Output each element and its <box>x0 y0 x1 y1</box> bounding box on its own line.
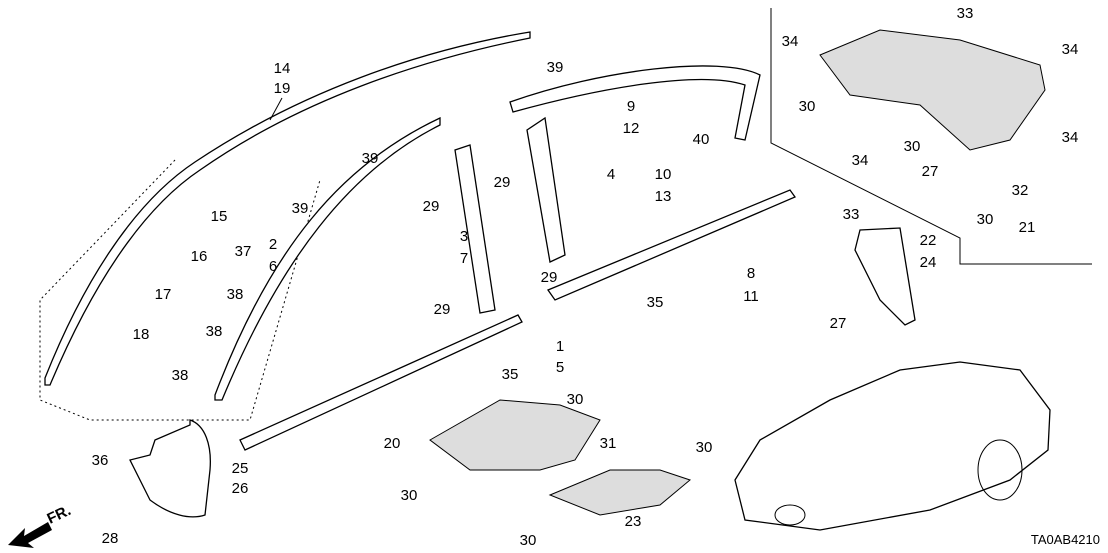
label-29: 29 <box>434 301 451 318</box>
label-40: 40 <box>693 131 710 148</box>
label-30: 30 <box>799 98 816 115</box>
front-direction-label: FR. <box>45 502 74 528</box>
label-10: 10 <box>655 166 672 183</box>
label-24: 24 <box>920 254 937 271</box>
label-2: 2 <box>269 236 277 253</box>
label-30: 30 <box>401 487 418 504</box>
label-33: 33 <box>843 206 860 223</box>
label-21: 21 <box>1019 219 1036 236</box>
label-13: 13 <box>655 188 672 205</box>
label-29: 29 <box>541 269 558 286</box>
label-39: 39 <box>292 200 309 217</box>
label-29: 29 <box>423 198 440 215</box>
label-28: 28 <box>102 530 119 547</box>
inset-frame <box>770 8 1092 265</box>
label-38: 38 <box>206 323 223 340</box>
label-14: 14 <box>274 60 291 77</box>
side-sill-front <box>239 314 523 451</box>
front-arrow-icon <box>8 522 52 548</box>
label-27: 27 <box>830 315 847 332</box>
label-30: 30 <box>567 391 584 408</box>
label-27: 27 <box>922 163 939 180</box>
label-34: 34 <box>852 152 869 169</box>
undercover-23 <box>548 469 692 516</box>
label-15: 15 <box>211 208 228 225</box>
label-34: 34 <box>1062 129 1079 146</box>
label-30: 30 <box>520 532 537 549</box>
label-12: 12 <box>623 120 640 137</box>
label-30: 30 <box>696 439 713 456</box>
label-35: 35 <box>647 294 664 311</box>
label-19: 19 <box>274 80 291 97</box>
label-17: 17 <box>155 286 172 303</box>
label-25: 25 <box>232 460 249 477</box>
leader-14 <box>39 159 321 421</box>
roof-molding <box>44 31 531 386</box>
callout-labels: 14 19 39 39 39 15 16 17 18 37 38 38 38 2… <box>45 5 1100 549</box>
side-sill <box>547 189 796 301</box>
c-pillar-garnish <box>526 116 566 263</box>
label-11: 11 <box>743 288 759 305</box>
label-38: 38 <box>172 367 189 384</box>
label-33: 33 <box>957 5 974 22</box>
diagram-code: TA0AB4210 <box>1031 532 1100 547</box>
mudguard <box>129 419 211 518</box>
label-3: 3 <box>460 228 468 245</box>
label-22: 22 <box>920 232 937 249</box>
label-32: 32 <box>1012 182 1029 199</box>
label-34: 34 <box>1062 41 1079 58</box>
label-5: 5 <box>556 359 564 376</box>
label-29: 29 <box>494 174 511 191</box>
car-illustration <box>734 361 1051 531</box>
label-9: 9 <box>627 98 635 115</box>
label-35: 35 <box>502 366 519 383</box>
label-18: 18 <box>133 326 150 343</box>
label-7: 7 <box>460 250 468 267</box>
label-37: 37 <box>235 243 252 260</box>
label-1: 1 <box>556 338 564 355</box>
label-8: 8 <box>747 265 755 282</box>
label-38: 38 <box>227 286 244 303</box>
label-6: 6 <box>269 258 277 275</box>
belt-molding <box>509 65 761 141</box>
label-16: 16 <box>191 248 208 265</box>
label-30: 30 <box>904 138 921 155</box>
undercover-21 <box>819 29 1046 151</box>
label-36: 36 <box>92 452 109 469</box>
label-39: 39 <box>547 59 564 76</box>
label-31: 31 <box>600 435 617 452</box>
undercover-20 <box>429 399 601 471</box>
b-pillar-garnish <box>454 144 496 314</box>
label-26: 26 <box>232 480 249 497</box>
label-4: 4 <box>607 166 615 183</box>
splash-shield <box>854 227 916 326</box>
pillar-molding <box>214 116 441 401</box>
label-20: 20 <box>384 435 401 452</box>
label-30: 30 <box>977 211 994 228</box>
label-34: 34 <box>782 33 799 50</box>
label-39: 39 <box>362 150 379 167</box>
label-23: 23 <box>625 513 642 530</box>
